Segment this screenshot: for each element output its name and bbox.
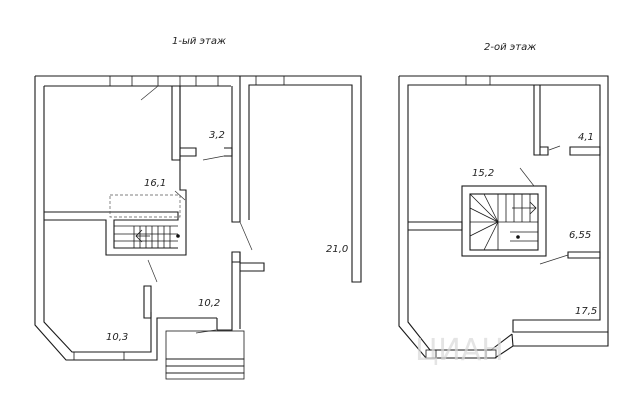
floor-1-door-leaders [140, 85, 253, 334]
floor-2-title: 2-ой этаж [484, 42, 536, 53]
room-area-15-2: 15,2 [472, 168, 494, 179]
watermark: ЦИАН [415, 333, 504, 368]
floor-1-title: 1-ый этаж [172, 36, 226, 47]
room-area-10-2: 10,2 [198, 298, 220, 309]
floor-2-windows [425, 75, 497, 359]
floor-1-stairs [109, 194, 181, 248]
room-area-6-55: 6,55 [569, 230, 591, 241]
floor-1-partitions [44, 86, 240, 319]
room-area-10-3: 10,3 [106, 332, 128, 343]
room-area-4-1: 4,1 [578, 132, 594, 143]
floor-2-door-leaders [519, 145, 569, 265]
room-area-17-5: 17,5 [575, 306, 597, 317]
floor-2-stairs [461, 185, 547, 257]
floor-1-windows [73, 75, 285, 361]
floor-1-plan: 1-ый этаж [34, 36, 362, 380]
room-area-3-2: 3,2 [209, 130, 225, 141]
floor-2-plan: 2-ой этаж [398, 42, 609, 359]
room-area-21-0: 21,0 [326, 244, 348, 255]
watermark-text: ЦИАН [415, 333, 504, 368]
room-area-16-1: 16,1 [144, 178, 166, 189]
floor-1-outer-walls [34, 75, 362, 361]
floor-1-porch [165, 330, 245, 380]
